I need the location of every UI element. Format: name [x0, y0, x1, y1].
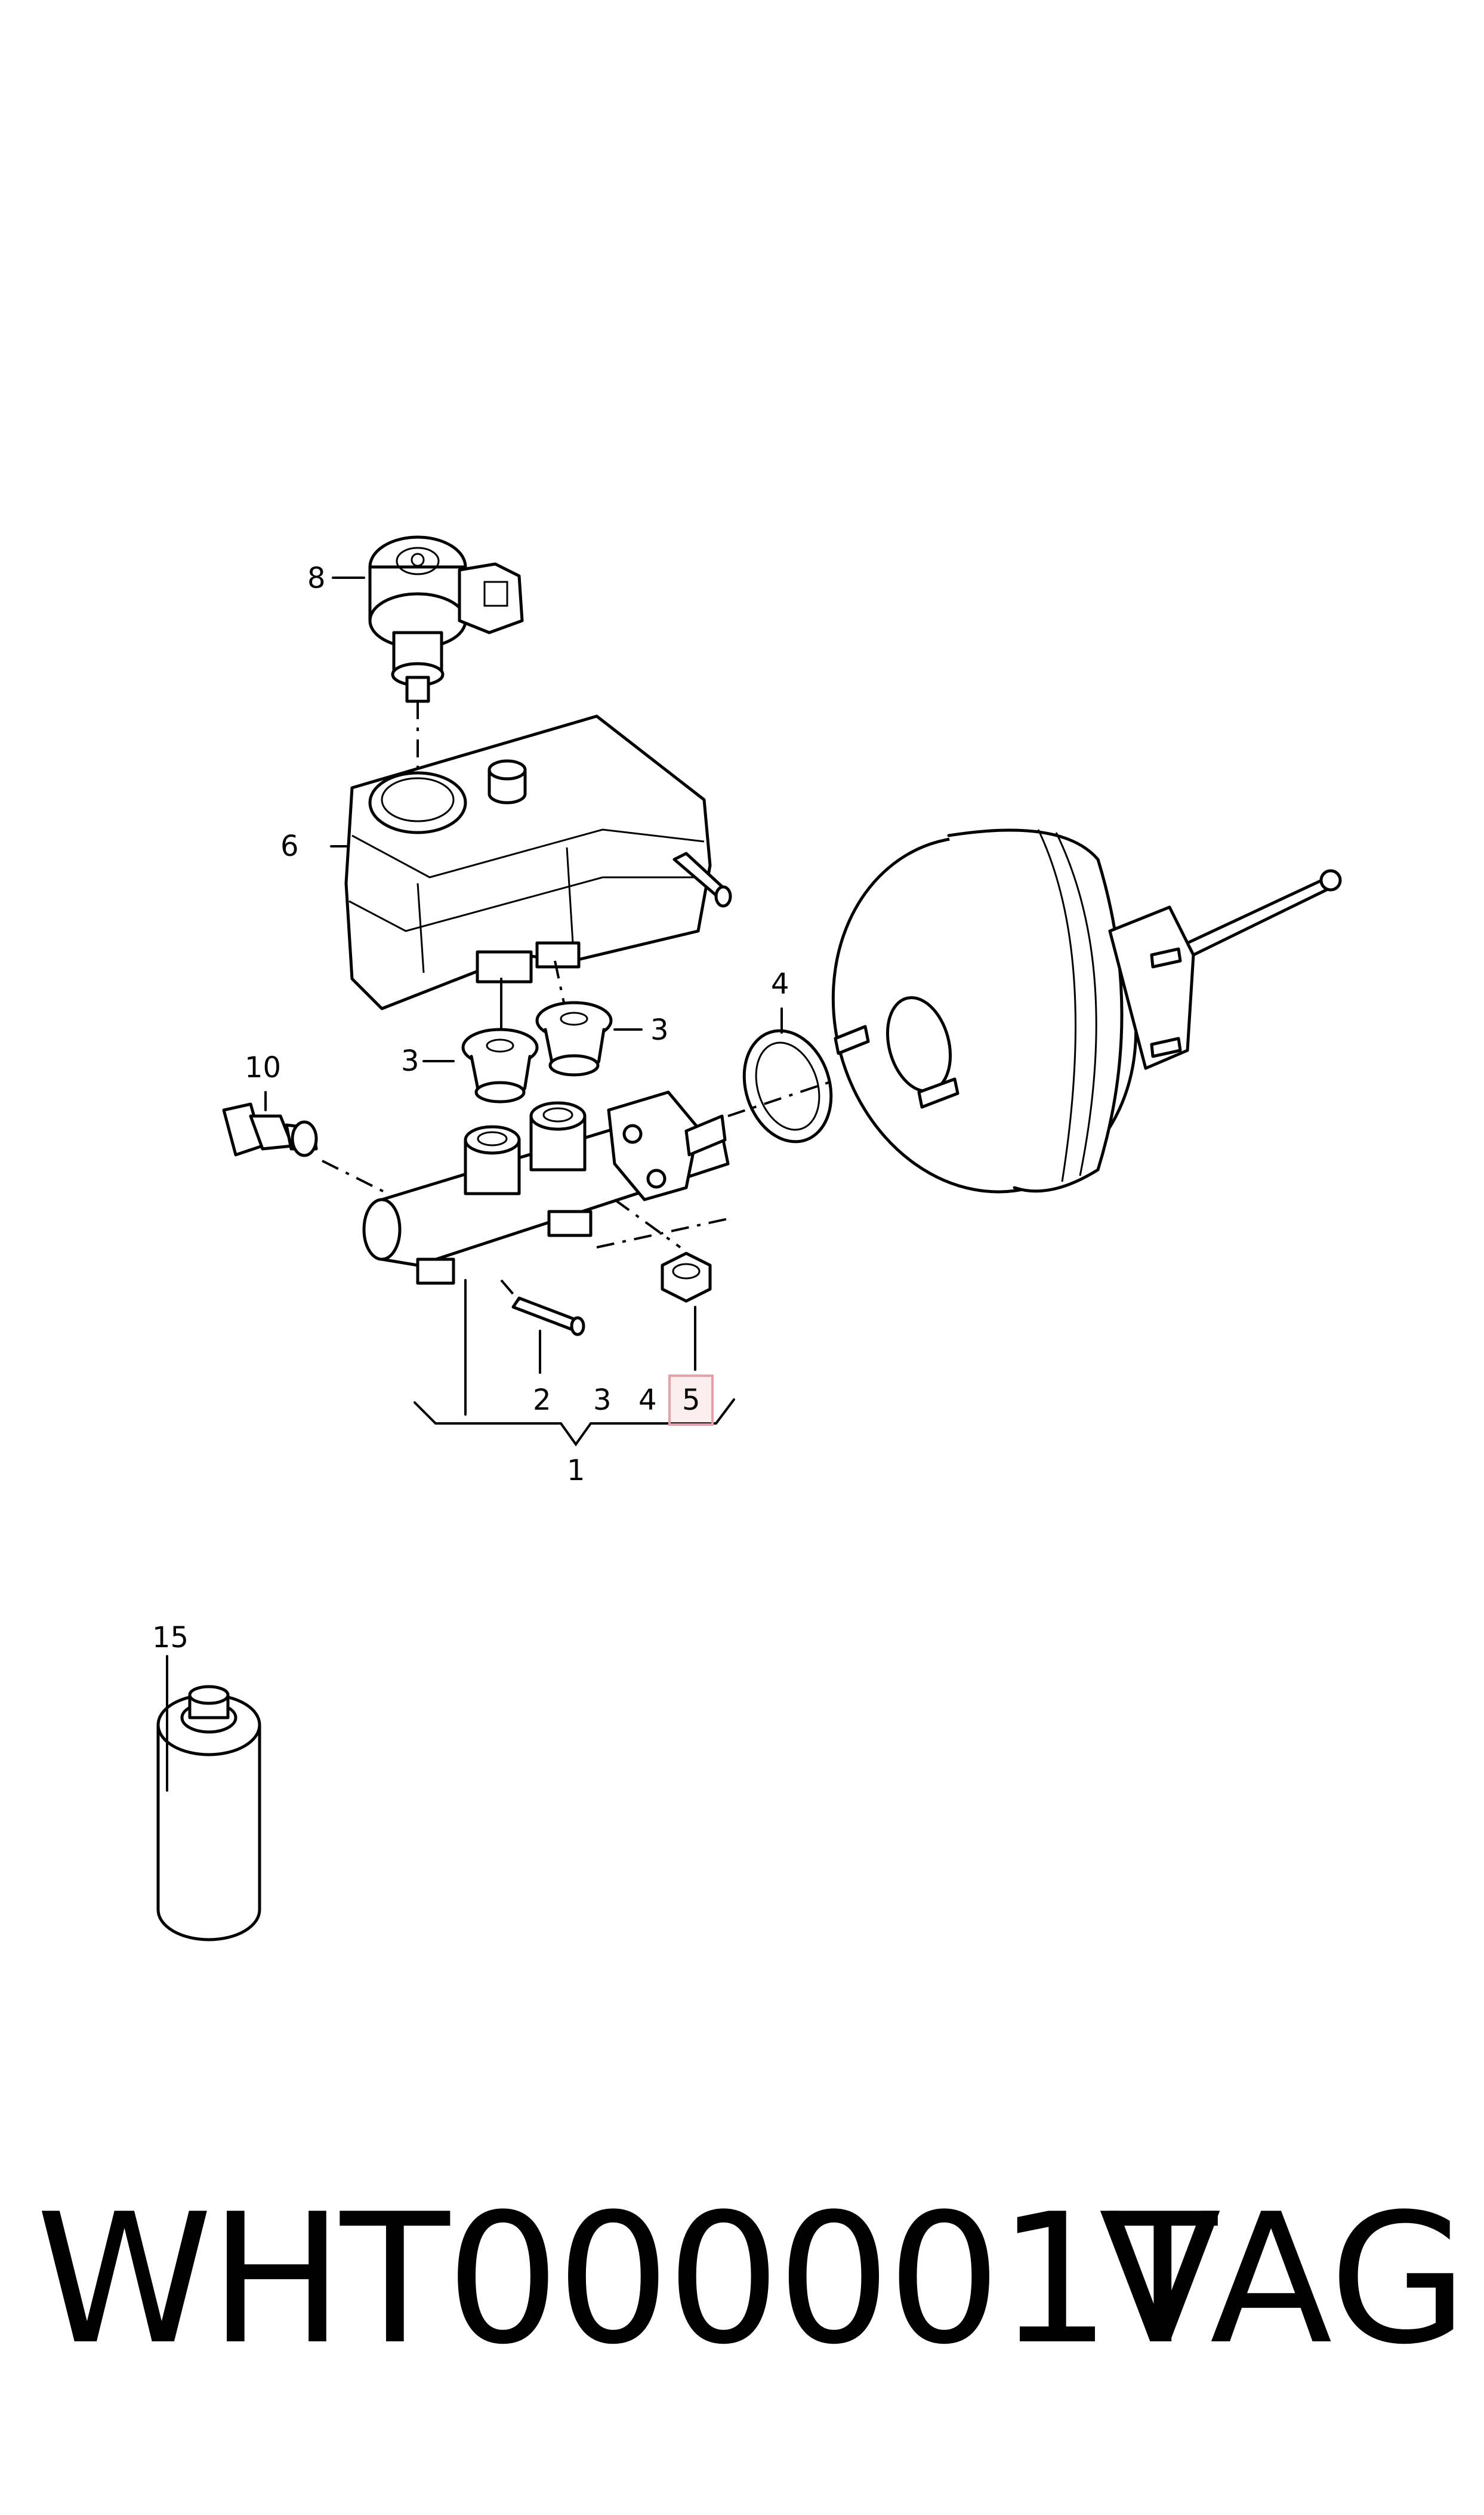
leader-nut — [613, 1198, 681, 1249]
callout-8: 8 — [307, 562, 326, 595]
callout-6: 6 — [280, 830, 299, 863]
footer: WHT000001T VAG — [24, 2178, 1468, 2381]
o-ring — [742, 1029, 833, 1144]
leader-sensor — [322, 1160, 388, 1195]
master-cylinder — [362, 1090, 730, 1285]
reservoir-cap-sensor — [368, 535, 524, 703]
callout-1: 1 — [567, 1454, 585, 1487]
callout-3-right: 3 — [650, 1013, 669, 1047]
highlight-box-5 — [668, 1374, 714, 1426]
fluid-reservoir — [344, 714, 732, 1010]
leader-grommet-right — [554, 960, 565, 1003]
pressure-sensor — [222, 1102, 318, 1157]
leader-lines — [166, 577, 783, 1792]
brake-booster — [831, 828, 1342, 1194]
brand-name: VAG — [1099, 2175, 1468, 2384]
part-number: WHT000001T — [36, 2175, 1217, 2384]
pin — [511, 1296, 585, 1336]
leader-lower — [596, 1216, 735, 1249]
callout-5: 5 — [682, 1383, 701, 1417]
callout-2: 2 — [533, 1383, 551, 1417]
leader-pin — [500, 1279, 520, 1302]
callout-10: 10 — [245, 1051, 281, 1084]
grommet-right — [535, 1001, 613, 1077]
grommet-left — [461, 1028, 539, 1104]
callout-3-left: 3 — [401, 1044, 419, 1078]
callout-4-bottom: 4 — [638, 1383, 657, 1417]
callout-3-bottom: 3 — [593, 1383, 612, 1417]
nut — [661, 1252, 712, 1303]
brake-fluid-bottle — [156, 1685, 261, 1941]
callout-4-top: 4 — [771, 967, 789, 1001]
callout-15: 15 — [152, 1621, 189, 1654]
